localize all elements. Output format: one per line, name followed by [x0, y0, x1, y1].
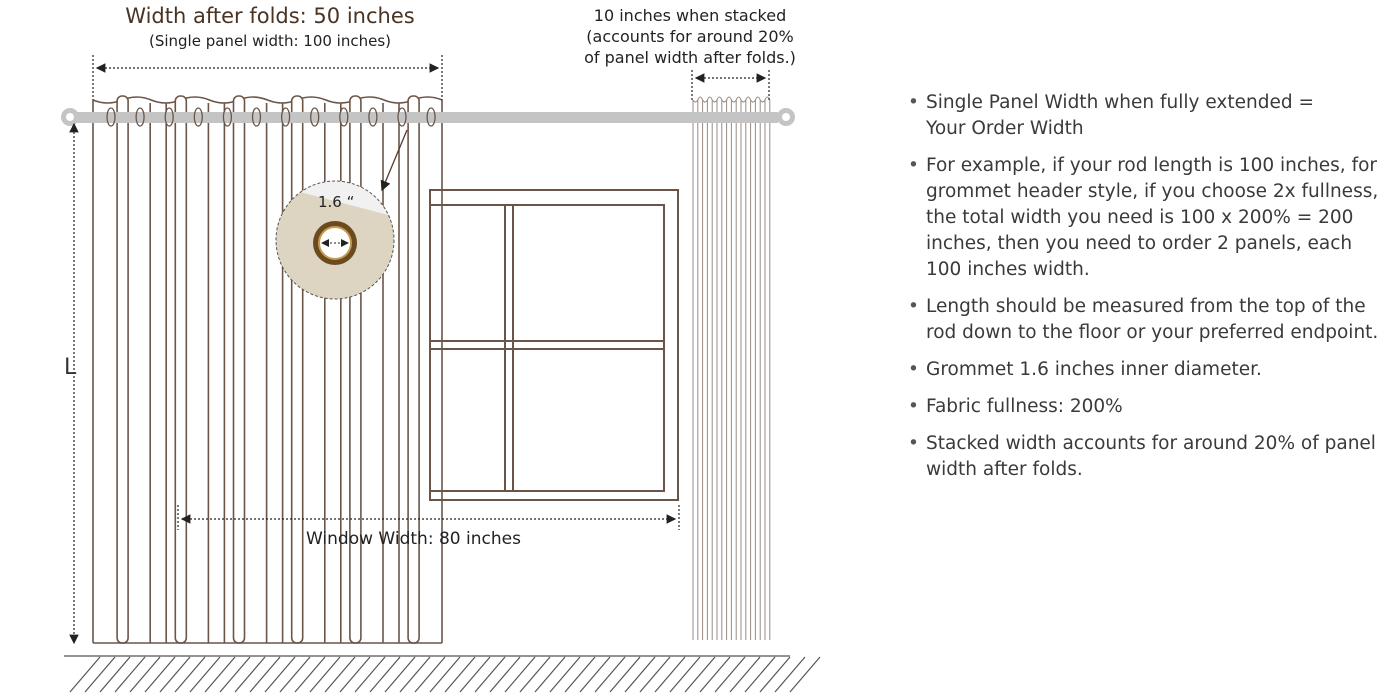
- stacked-label-line: (accounts for around 20%: [586, 27, 794, 46]
- curtain-pleat: [290, 95, 304, 644]
- stacked-label-line: of panel width after folds.): [584, 48, 796, 67]
- grommet-detail: [275, 129, 408, 300]
- curtain-rod: [61, 108, 795, 126]
- note-item: Stacked width accounts for around 20% of…: [905, 431, 1385, 483]
- single-panel-width-subtitle: (Single panel width: 100 inches): [148, 32, 391, 50]
- note-item: Length should be measured from the top o…: [905, 294, 1385, 346]
- width-after-folds-title: Width after folds: 50 inches: [125, 4, 415, 28]
- note-item: Grommet 1.6 inches inner diameter.: [905, 357, 1385, 383]
- grommet-diameter-label: 1.6 “: [318, 193, 355, 211]
- left-curtain-panel: [92, 95, 443, 644]
- length-label: L: [64, 355, 77, 380]
- note-item: Fabric fullness: 200%: [905, 394, 1385, 420]
- note-item: For example, if your rod length is 100 i…: [905, 153, 1385, 283]
- curtain-pleat: [232, 95, 246, 644]
- window: [429, 189, 679, 501]
- grommet-rings: [106, 107, 436, 127]
- notes-list: Single Panel Width when fully extended =…: [905, 90, 1385, 494]
- width-dimension: [69, 55, 770, 645]
- window-width-label: Window Width: 80 inches: [306, 529, 521, 549]
- curtain-pleat: [116, 95, 129, 644]
- floor: [64, 655, 821, 693]
- curtain-pleat: [407, 95, 420, 644]
- stacked-width-label: 10 inches when stacked (accounts for aro…: [565, 5, 815, 68]
- curtain-pleat: [174, 95, 188, 644]
- curtain-pleat: [349, 95, 362, 644]
- stacked-label-line: 10 inches when stacked: [593, 6, 787, 25]
- note-item: Single Panel Width when fully extended =…: [905, 90, 1346, 142]
- stacked-curtain: [692, 96, 771, 640]
